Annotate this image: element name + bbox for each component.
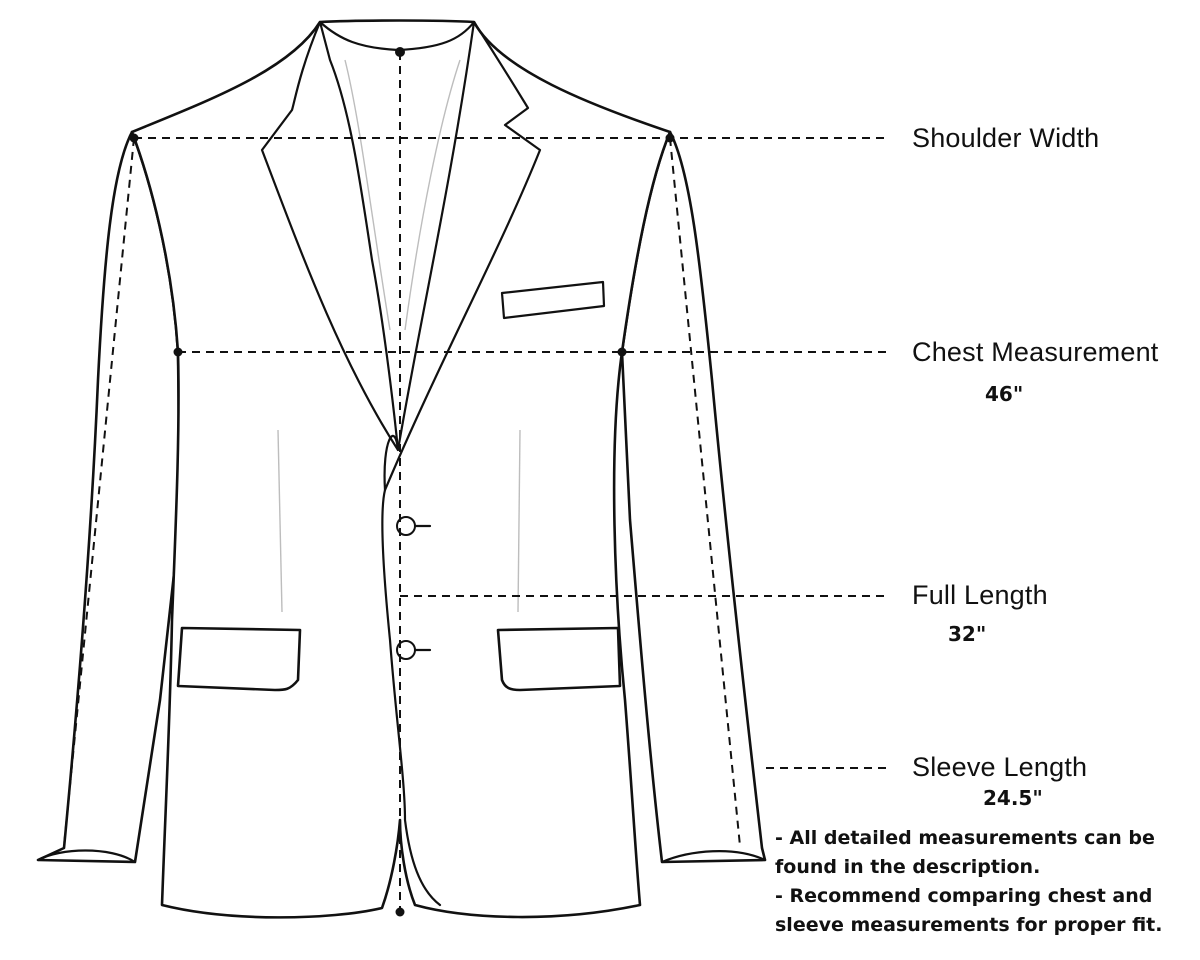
- left-sleeve-line: [63, 137, 135, 847]
- shoulder-point-right: [665, 133, 675, 143]
- left-flap-pocket: [176, 626, 302, 692]
- shoulder-point-left: [129, 133, 139, 143]
- right-sleeve-line: [669, 137, 741, 847]
- fit-notes: - All detailed measurements can be found…: [775, 824, 1195, 940]
- note-line: - All detailed measurements can be: [775, 827, 1155, 849]
- collar-point: [395, 47, 405, 57]
- left-dart: [277, 429, 283, 613]
- note-line: - Recommend comparing chest and: [775, 885, 1153, 907]
- chest-measurement-label: Chest Measurement: [912, 337, 1159, 367]
- chest-point-right: [617, 347, 627, 357]
- sleeve-length-label: Sleeve Length: [912, 752, 1088, 782]
- full-length-label: Full Length: [912, 580, 1048, 610]
- jacket-body: [130, 19, 672, 919]
- front-edge: [381, 488, 442, 907]
- chest-value: 46": [985, 382, 1024, 406]
- shirt-opening: [344, 59, 461, 331]
- chest-point-left: [173, 347, 183, 357]
- hem-point: [395, 907, 405, 917]
- breast-pocket: [500, 280, 606, 320]
- shoulder-width-label: Shoulder Width: [912, 123, 1100, 153]
- left-sleeve: [36, 130, 182, 864]
- full-length-value: 32": [948, 622, 987, 646]
- left-cuff: [36, 849, 137, 864]
- sleeve-length-value: 24.5": [983, 786, 1043, 810]
- right-sleeve: [620, 130, 767, 864]
- right-cuff: [660, 850, 767, 864]
- right-flap-pocket: [496, 626, 622, 692]
- note-line: sleeve measurements for proper fit.: [775, 914, 1163, 936]
- right-dart: [517, 429, 521, 613]
- note-line: found in the description.: [775, 856, 1041, 878]
